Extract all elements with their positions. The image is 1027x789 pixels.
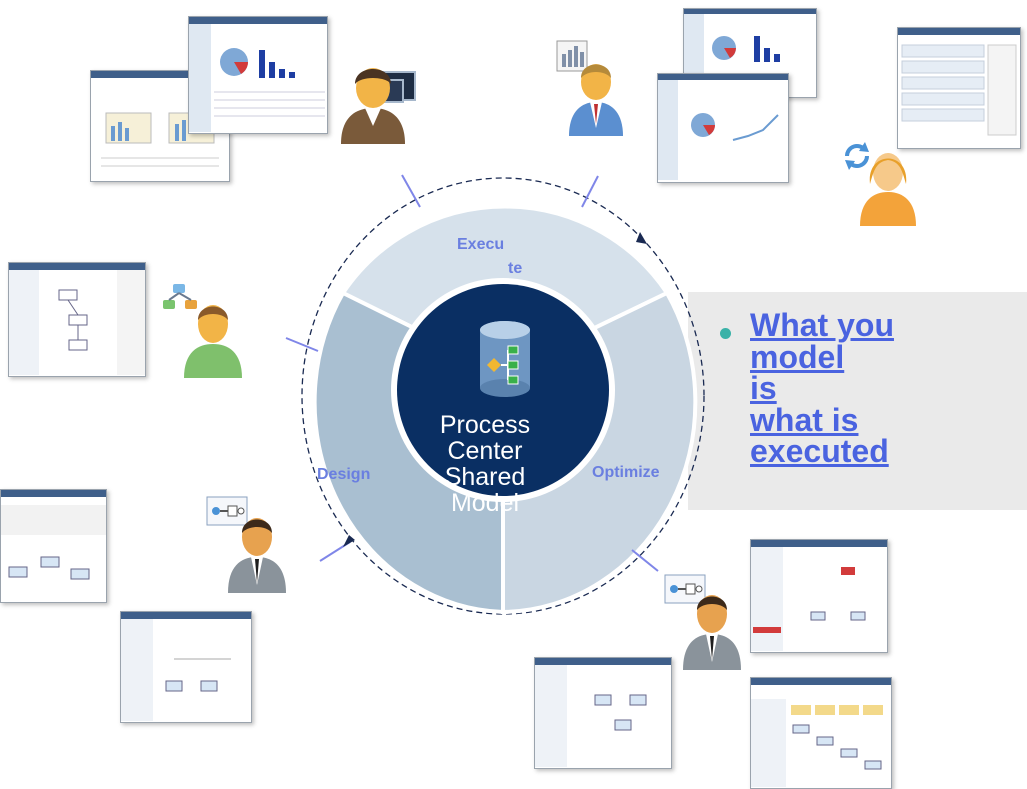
workflow-icon: [206, 496, 248, 526]
analyst-female-avatar: [860, 153, 916, 226]
execute-label-line1: Execu: [457, 236, 505, 253]
designer-suit-avatar: [228, 518, 286, 593]
callout-line-3[interactable]: is: [750, 370, 777, 406]
process-model-screenshot-thumb: [0, 489, 107, 603]
cycle-dashed-path: [301, 177, 705, 615]
database-hierarchy-icon: [480, 321, 530, 397]
heatmap-screenshot-thumb: [750, 539, 888, 653]
bullet-icon: [720, 328, 731, 339]
optimizer-screenshot-thumb: [534, 657, 672, 769]
process-flow-icon: [163, 284, 197, 309]
inbox-screenshot-thumb: [897, 27, 1021, 149]
optimize-label: Optimize: [592, 464, 660, 481]
callout-line-2[interactable]: model: [750, 338, 845, 375]
analytics-screenshot-thumb: [657, 73, 789, 183]
callout-line-5[interactable]: executed: [750, 433, 889, 469]
arrow-head-design: [343, 535, 355, 547]
arrow-head-execute: [636, 232, 647, 244]
manager-blue-avatar: [569, 64, 623, 136]
execute-label-line2: te: [508, 260, 523, 277]
analyst-green-avatar: [184, 305, 242, 378]
designer-screenshot-thumb: [8, 262, 146, 377]
center-line-2: Center: [447, 437, 523, 465]
callout-background: [688, 292, 1027, 510]
operator-with-monitor-avatar: [341, 68, 416, 144]
design-label: Design: [317, 466, 371, 483]
center-line-1: Process: [439, 411, 531, 439]
workflow-icon-2: [664, 574, 706, 604]
optimizer-suit-avatar: [683, 595, 741, 670]
callout-line-4[interactable]: what is: [750, 401, 859, 438]
chart-icon: [556, 40, 588, 72]
cycle-arrows-icon: [845, 142, 869, 170]
callout-text: What you model is what is executed: [750, 307, 990, 469]
center-title: Process Center Shared Model: [410, 412, 560, 516]
process-editor-screenshot-thumb: [120, 611, 252, 723]
cycle-ticks: [285, 174, 659, 572]
center-line-4: Model: [450, 489, 520, 517]
scoreboard-screenshot-thumb: [188, 16, 328, 134]
swimlane-screenshot-thumb: [750, 677, 892, 789]
center-line-3: Shared: [444, 463, 526, 491]
callout-line-1[interactable]: What you: [750, 307, 894, 343]
